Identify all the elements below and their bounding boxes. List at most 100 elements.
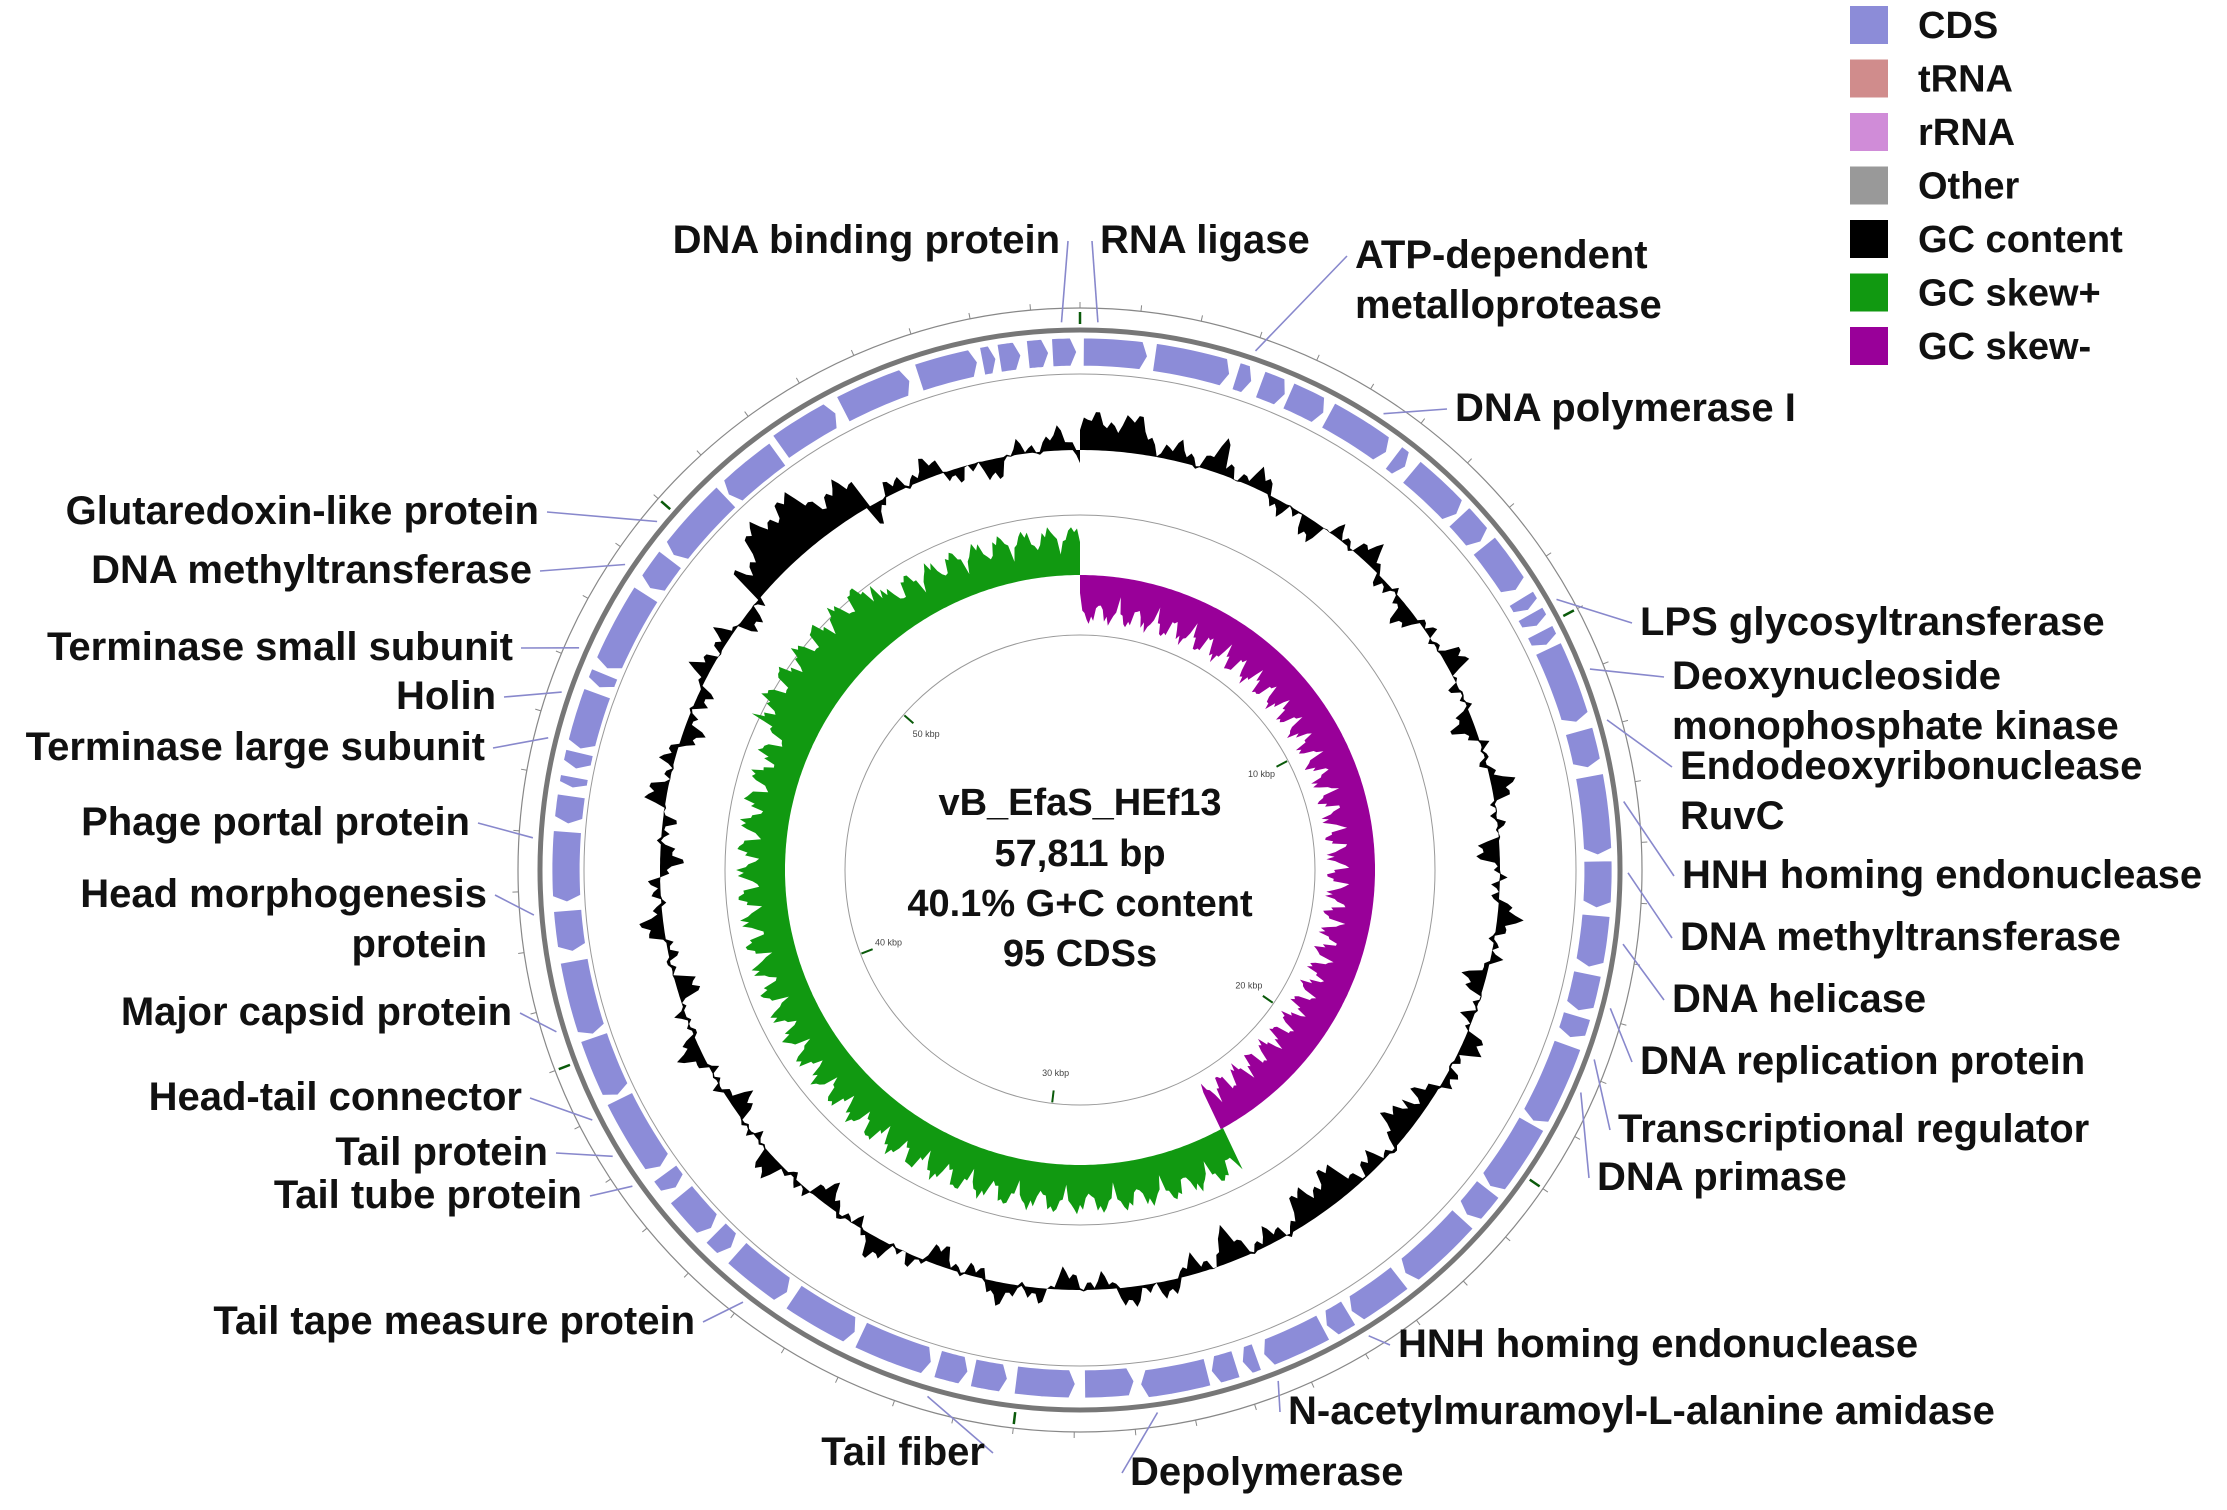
cds-feature — [969, 1358, 1008, 1393]
annotation-leader-line — [1368, 1335, 1391, 1346]
cds-track — [551, 337, 1613, 1399]
cds-feature — [1508, 590, 1538, 614]
outer-tick — [615, 542, 621, 547]
annotation-leader-line — [1277, 1380, 1281, 1413]
cds-feature — [772, 403, 838, 460]
cds-inner-ring — [583, 373, 1577, 1367]
legend-swatch — [1850, 220, 1888, 258]
cds-feature — [606, 1091, 669, 1171]
outer-tick — [1029, 304, 1032, 311]
annotation-leader-line — [1121, 1412, 1159, 1474]
cds-feature — [1152, 343, 1230, 387]
outer-tick — [1195, 1419, 1198, 1426]
annotation-label: DNA methyltransferase — [1680, 915, 2121, 959]
annotation-label-line: DNA binding protein — [673, 218, 1060, 262]
annotation-label-line: HNH homing endonuclease — [1398, 1322, 1918, 1366]
annotation-label: DNA methyltransferase — [91, 548, 532, 592]
annotation-leader-line — [702, 1301, 744, 1323]
legend-label: tRNA — [1918, 59, 2013, 101]
annotation-label-line: RuvC — [1680, 794, 1784, 838]
annotation-label: DNA helicase — [1672, 977, 1926, 1021]
legend-label: GC skew+ — [1918, 273, 2101, 315]
ruler-label: 40 kbp — [875, 938, 902, 948]
legend-swatch — [1850, 327, 1888, 365]
annotation-label-line: Tail tape measure protein — [213, 1299, 695, 1343]
annotation-label: RNA ligase — [1100, 218, 1310, 262]
ruler-label: 10 kbp — [1248, 769, 1275, 779]
annotation-leader-line — [503, 691, 562, 698]
outer-tick — [1505, 1236, 1511, 1242]
annotation-label-line: HNH homing endonuclease — [1682, 853, 2202, 897]
annotation-label-line: Terminase small subunit — [47, 625, 513, 669]
cds-feature — [563, 748, 594, 770]
cds-feature — [854, 1321, 932, 1374]
annotation-label: Holin — [396, 674, 496, 718]
legend-swatch — [1850, 113, 1888, 151]
annotation-label-line: Tail fiber — [821, 1430, 985, 1474]
outer-tick — [1542, 1188, 1549, 1193]
legend-label: GC content — [1918, 219, 2123, 261]
cds-feature — [669, 1184, 718, 1234]
cds-feature — [1482, 1116, 1545, 1191]
cds-feature — [1527, 624, 1558, 647]
cds-feature — [1263, 1314, 1331, 1366]
outer-tick — [968, 312, 971, 319]
genome-cds-count: 95 CDSs — [1003, 933, 1157, 975]
cds-feature — [665, 486, 737, 560]
outer-tick — [653, 494, 659, 500]
cds-feature — [1140, 1358, 1212, 1398]
outer-tick — [535, 708, 542, 712]
outer-tick — [1462, 1280, 1468, 1286]
outer-tick — [908, 328, 912, 335]
annotation-label: Tail protein — [335, 1130, 548, 1174]
outer-tick — [574, 1125, 581, 1130]
annotation-label-line: DNA primase — [1597, 1155, 1847, 1199]
outer-tick — [1467, 458, 1472, 464]
outer-tick — [835, 1377, 839, 1383]
annotation-label-line: Deoxynucleoside — [1672, 654, 2001, 698]
outer-tick — [780, 1347, 785, 1354]
outer-tick — [1012, 1427, 1014, 1435]
outer-tick — [795, 377, 800, 384]
outer-tick — [520, 768, 528, 771]
cds-feature — [996, 341, 1022, 373]
ruler-tick — [1276, 760, 1288, 768]
annotation-label-line: Endodeoxyribonuclease — [1680, 744, 2142, 788]
genome-center-summary: vB_EfaS_HEf13 57,811 bp 40.1% G+C conten… — [907, 782, 1253, 975]
annotation-leader-line — [1060, 240, 1069, 323]
annotation-label-line: Terminase large subunit — [26, 725, 485, 769]
major-tick — [1529, 1178, 1541, 1188]
outer-tick — [1310, 1381, 1315, 1388]
cds-feature — [551, 830, 582, 903]
annotation-label-line: Tail protein — [335, 1130, 548, 1174]
annotation-label-line: DNA polymerase I — [1455, 386, 1796, 430]
outer-tick — [555, 650, 562, 654]
annotation-label-line: Depolymerase — [1130, 1450, 1403, 1494]
legend-swatch — [1850, 166, 1888, 205]
annotation-label: Tail fiber — [821, 1430, 985, 1474]
cds-feature — [588, 668, 619, 689]
annotation-label-line: DNA replication protein — [1640, 1039, 2085, 1083]
cds-feature — [1402, 460, 1463, 520]
cds-feature — [785, 1284, 857, 1343]
outer-tick — [1600, 1080, 1607, 1085]
legend-label: CDS — [1918, 5, 1998, 47]
annotation-label-line: metalloprotease — [1355, 283, 1662, 327]
outer-tick — [1316, 354, 1320, 361]
skew-inner-ring — [844, 634, 1316, 1106]
skew-outer-ring — [724, 514, 1436, 1226]
outer-tick — [641, 1227, 648, 1233]
cds-feature — [979, 345, 997, 376]
genome-length: 57,811 bp — [994, 833, 1165, 875]
cds-feature — [559, 957, 605, 1035]
annotation-label-line: Tail tube protein — [274, 1173, 582, 1217]
cds-feature — [705, 1222, 737, 1254]
outer-tick — [549, 1070, 556, 1074]
annotation-leader-line — [1627, 872, 1673, 939]
annotation-leader-line — [1593, 1059, 1611, 1131]
cds-feature — [1448, 506, 1488, 547]
annotation-leader-line — [529, 1097, 593, 1121]
cds-feature — [653, 1164, 684, 1192]
cds-feature — [1566, 970, 1602, 1012]
